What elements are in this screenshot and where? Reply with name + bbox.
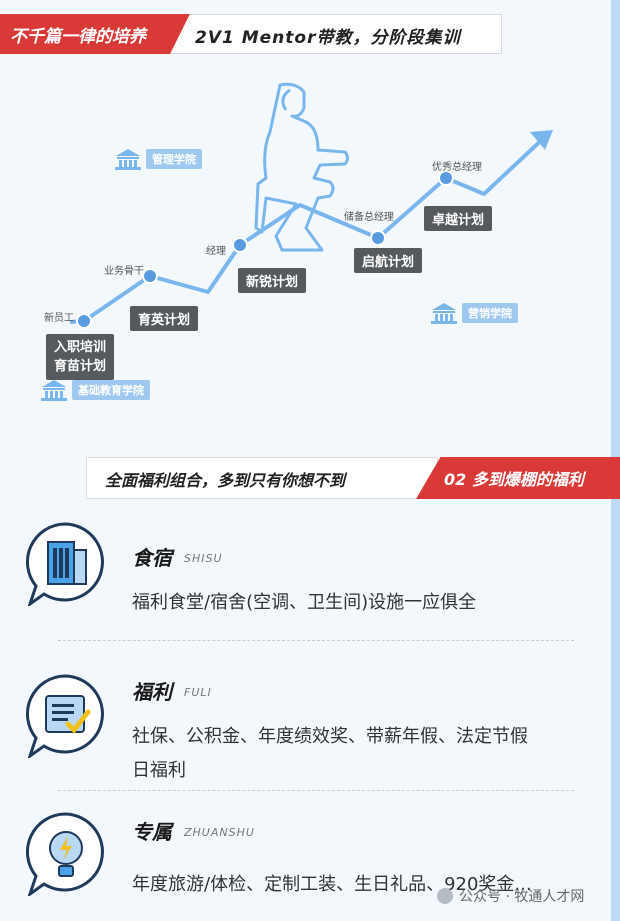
academy-basic-education: 基础教育学院 [40, 379, 150, 401]
benefits-banner: 全面福利组合，多到只有你想不到 02 多到爆棚的福利 [86, 457, 620, 499]
section-description: 年度旅游/体检、定制工装、生日礼品、920奖金... [132, 874, 532, 895]
watermark: 公众号 · 牧通人才网 [437, 886, 584, 906]
section-title: 食宿 [132, 546, 172, 570]
benefit-food-lodging: 食宿 SHISU 福利食堂/宿舍(空调、卫生间)设施一应俱全 [0, 520, 620, 650]
banner-red-tag: 02 多到爆棚的福利 [416, 457, 620, 499]
point-backbone [142, 268, 158, 284]
wechat-icon [437, 888, 453, 904]
plan-xinrui: 新锐计划 [238, 268, 307, 293]
point-excellent-gm [438, 170, 454, 186]
section-description: 社保、公积金、年度绩效奖、带薪年假、法定节假 日福利 [132, 726, 528, 781]
plan-qihang: 启航计划 [354, 248, 423, 273]
banner-red-tag: 不千篇一律的培养 [0, 14, 190, 54]
academy-management: 管理学院 [114, 148, 202, 170]
building-icon [431, 303, 457, 324]
building-icon [25, 522, 104, 606]
arrow-head [530, 130, 553, 150]
benefit-welfare: 福利 FULI 社保、公积金、年度绩效奖、带薪年假、法定节假 日福利 [0, 668, 620, 798]
career-path-graphic [69, 82, 553, 329]
point-reserve-gm [370, 230, 386, 246]
banner-white-tag: 全面福利组合，多到只有你想不到 [86, 457, 438, 499]
point-manager [232, 237, 248, 253]
section-description: 福利食堂/宿舍(空调、卫生间)设施一应俱全 [132, 592, 477, 613]
header-banner: 不千篇一律的培养 2V1 Mentor带教，分阶段集训 [0, 14, 502, 54]
label-reserve-gm: 储备总经理 [344, 212, 394, 223]
certificate-check-icon [25, 674, 104, 758]
banner-white-tag: 2V1 Mentor带教，分阶段集训 [170, 14, 502, 54]
benefit-exclusive: 专属 ZHUANSHU 年度旅游/体检、定制工装、生日礼品、920奖金... [0, 808, 620, 921]
divider [58, 790, 574, 791]
plan-entry-training: 入职培训 育苗计划 [46, 334, 115, 380]
person-outline-icon [254, 82, 349, 252]
section-subtitle: ZHUANSHU [184, 826, 255, 839]
label-new-employee: 新员工 [44, 313, 74, 324]
building-icon [115, 149, 141, 170]
section-title: 专属 [132, 820, 172, 844]
label-excellent-gm: 优秀总经理 [432, 162, 482, 173]
academy-marketing: 营销学院 [430, 302, 518, 324]
section-subtitle: SHISU [184, 552, 223, 565]
plan-yuying: 育英计划 [130, 306, 199, 331]
building-icon [41, 380, 67, 401]
lightbulb-icon [25, 812, 104, 896]
career-line [69, 132, 550, 324]
plan-zhuoyue: 卓越计划 [424, 206, 493, 231]
label-backbone: 业务骨干 [104, 266, 144, 277]
label-manager: 经理 [206, 246, 226, 257]
section-subtitle: FULI [184, 686, 212, 699]
career-path-diagram: 新员工 业务骨干 经理 储备总经理 优秀总经理 入职培训 育苗计划 育英计划 新… [0, 0, 620, 440]
point-new-employee [76, 313, 92, 329]
divider [58, 640, 574, 641]
section-title: 福利 [132, 680, 172, 704]
